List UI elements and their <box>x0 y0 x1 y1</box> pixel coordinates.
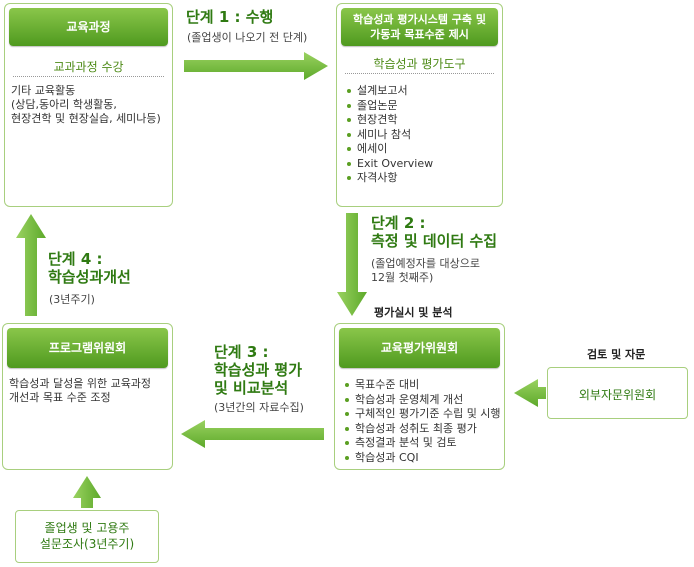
assessment-tools-list: 설계보고서 졸업논문 현장견학 세미나 참석 에세이 Exit Overview… <box>346 84 433 186</box>
committee-box: 교육평가위원회 목표수준 대비 학습성과 운영체계 개선 구체적인 평가기준 수… <box>334 323 505 470</box>
list-item: Exit Overview <box>346 157 433 172</box>
program-header: 프로그램위원회 <box>7 328 168 368</box>
stage3-title: 단계 3 : 학습성과 평가 및 비교분석 <box>214 343 303 397</box>
arrow-external <box>514 379 546 407</box>
list-item: 구체적인 평가기준 수립 및 시행 <box>344 407 501 422</box>
list-item: 자격사항 <box>346 171 433 186</box>
arrow-stage1 <box>184 52 328 80</box>
list-item: 현장견학 <box>346 113 433 128</box>
stage2-subtitle: (졸업예정자를 대상으로 12월 첫째주) <box>371 257 480 284</box>
review-advice-label: 검토 및 자문 <box>587 348 646 361</box>
curriculum-header: 교육과정 <box>9 8 168 46</box>
arrow-survey <box>73 476 101 508</box>
list-item: 졸업논문 <box>346 99 433 114</box>
survey-label: 졸업생 및 고용주 설문조사(3년주기) <box>39 521 135 551</box>
list-item: 학습성과 운영체계 개선 <box>344 393 501 408</box>
list-item: 학습성과 CQI <box>344 451 501 466</box>
list-item: 학습성과 성취도 최종 평가 <box>344 422 501 437</box>
eval-analysis-label: 평가실시 및 분석 <box>374 306 453 319</box>
curriculum-activities: 기타 교육활동 (상담,동아리 학생활동, 현장견학 및 현장실습, 세미나등) <box>11 84 161 125</box>
stage1-title: 단계 1 : 수행 <box>186 8 274 26</box>
assessment-box: 학습성과 평가시스템 구축 및 가동과 목표수준 제시 학습성과 평가도구 설계… <box>336 3 503 207</box>
curriculum-subtitle: 교과과정 수강 <box>53 60 124 74</box>
list-item: 에세이 <box>346 142 433 157</box>
list-item: 측정결과 분석 및 검토 <box>344 436 501 451</box>
stage1-subtitle: (졸업생이 나오기 전 단계) <box>187 31 308 44</box>
stage3-subtitle: (3년간의 자료수집) <box>214 401 304 414</box>
arrow-stage4 <box>16 214 46 316</box>
list-item: 설계보고서 <box>346 84 433 99</box>
arrow-stage2 <box>337 213 367 316</box>
survey-box: 졸업생 및 고용주 설문조사(3년주기) <box>15 510 159 563</box>
external-advisory-label: 외부자문위원회 <box>578 388 657 402</box>
external-advisory-box: 외부자문위원회 <box>547 367 688 419</box>
committee-tasks-list: 목표수준 대비 학습성과 운영체계 개선 구체적인 평가기준 수립 및 시행 학… <box>344 378 501 465</box>
list-item: 목표수준 대비 <box>344 378 501 393</box>
stage2-title: 단계 2 : 측정 및 데이터 수집 <box>371 214 498 250</box>
assessment-header: 학습성과 평가시스템 구축 및 가동과 목표수준 제시 <box>341 8 498 46</box>
assessment-subtitle: 학습성과 평가도구 <box>373 57 466 71</box>
program-description: 학습성과 달성을 위한 교육과정 개선과 목표 수준 조정 <box>9 377 152 404</box>
arrow-stage3 <box>181 420 324 448</box>
program-box: 프로그램위원회 학습성과 달성을 위한 교육과정 개선과 목표 수준 조정 <box>2 323 173 470</box>
stage4-subtitle: (3년주기) <box>49 293 95 306</box>
list-item: 세미나 참석 <box>346 128 433 143</box>
committee-header: 교육평가위원회 <box>339 328 500 368</box>
stage4-title: 단계 4 : 학습성과개선 <box>48 250 131 286</box>
curriculum-box: 교육과정 교과과정 수강 기타 교육활동 (상담,동아리 학생활동, 현장견학 … <box>4 3 173 207</box>
